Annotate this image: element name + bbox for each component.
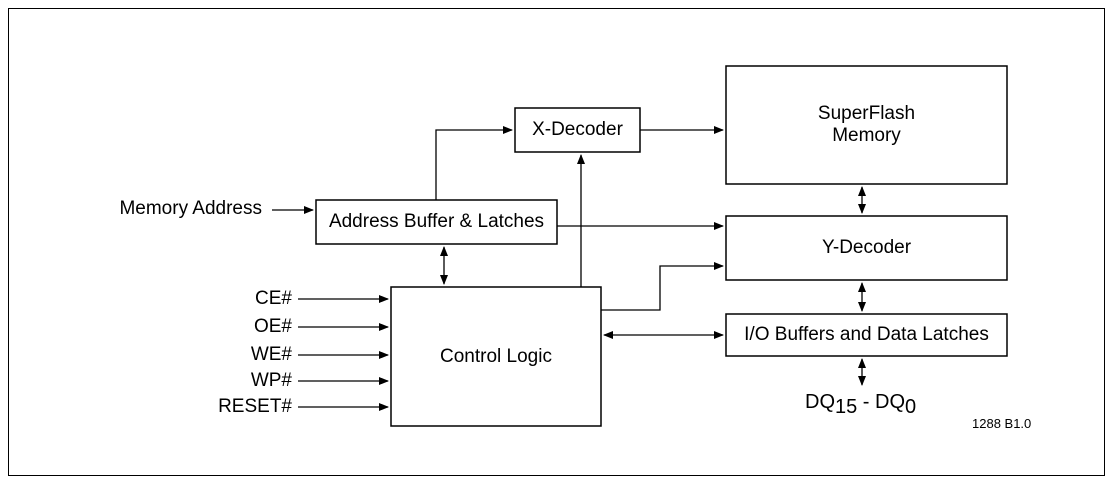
io-buffers-block bbox=[725, 313, 1008, 357]
x-decoder-block bbox=[514, 107, 641, 153]
x-decoder-label: X-Decoder bbox=[532, 119, 623, 140]
superflash-memory-block bbox=[725, 65, 1008, 185]
signal-reset: RESET# bbox=[218, 396, 292, 417]
y-decoder-label: Y-Decoder bbox=[821, 237, 912, 258]
io-buffers-label: I/O Buffers and Data Latches bbox=[744, 324, 989, 345]
arrow-control-to-ydec bbox=[601, 262, 724, 311]
control-logic-block bbox=[390, 286, 602, 427]
address-buffer-label: Address Buffer & Latches bbox=[328, 211, 545, 232]
dq-high-prefix: DQ bbox=[805, 391, 835, 413]
arrow-addr-to-xdec bbox=[435, 126, 513, 200]
y-decoder-block bbox=[725, 215, 1008, 281]
signal-we: WE# bbox=[250, 344, 292, 365]
superflash-memory-label: SuperFlash Memory bbox=[726, 66, 1007, 184]
superflash-line2: Memory bbox=[832, 125, 901, 146]
dq-output-label: DQ15 - DQ0 bbox=[805, 391, 916, 417]
dq-low-prefix: DQ bbox=[875, 391, 906, 413]
figure-id: 1288 B1.0 bbox=[972, 416, 1032, 431]
dq-low-sub: 0 bbox=[905, 396, 917, 418]
signal-ce: CE# bbox=[255, 288, 292, 309]
superflash-line1: SuperFlash bbox=[817, 103, 916, 124]
figure-frame bbox=[8, 8, 1105, 476]
dq-high-sub: 15 bbox=[835, 396, 858, 418]
signal-wp: WP# bbox=[250, 370, 292, 391]
dq-separator: - bbox=[857, 391, 876, 413]
control-logic-label: Control Logic bbox=[440, 345, 552, 367]
signal-oe: OE# bbox=[253, 316, 292, 337]
memory-address-label: Memory Address bbox=[119, 198, 262, 219]
